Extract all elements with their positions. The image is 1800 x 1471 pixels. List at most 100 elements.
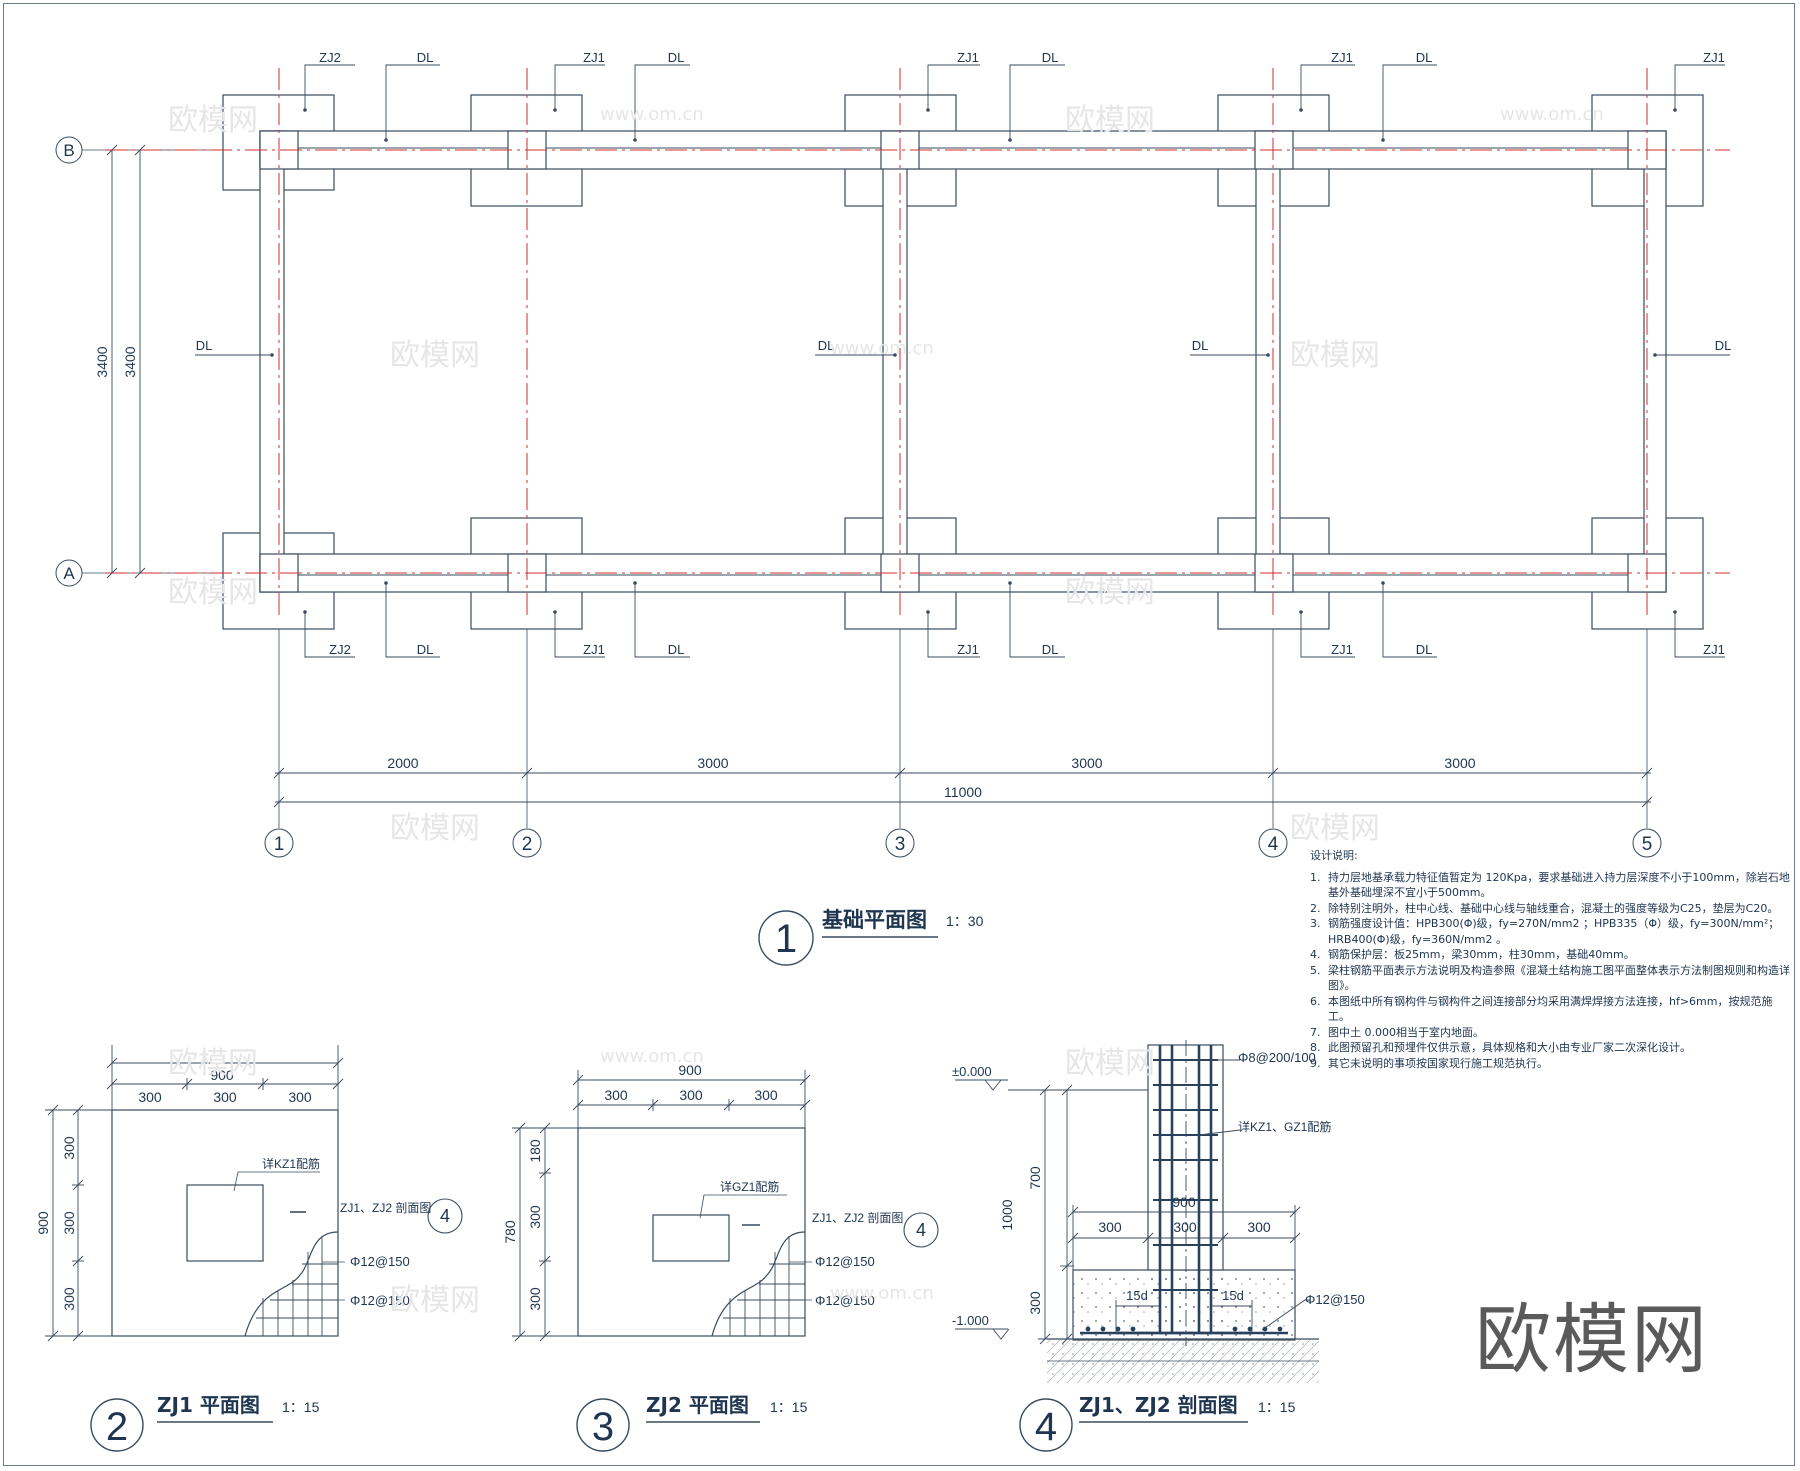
note-text: 除特别注明外，柱中心线、基础中心线与轴线重合，混凝土的强度等级为C25，垫层为C… — [1328, 901, 1779, 915]
note-item: 9. 其它未说明的事项按国家现行施工规范执行。 — [1310, 1056, 1790, 1072]
zj1-dim-v-2: 300 — [61, 1211, 77, 1235]
note-number: 8. — [1310, 1041, 1321, 1054]
foundation-plan: ZJ2 DL ZJ1 DL ZJ1 DL ZJ1 DL ZJ1 ZJ2 DL Z… — [55, 50, 1731, 966]
zj1-scale: 1：15 — [282, 1399, 320, 1415]
zj2-dim-v-3: 300 — [527, 1287, 543, 1311]
note-number: 2. — [1310, 901, 1321, 915]
tag-zj-top-4: ZJ1 — [1331, 50, 1353, 65]
zj2-dim-part-1: 300 — [604, 1087, 628, 1103]
section-width-1: 300 — [1098, 1219, 1122, 1235]
tag-zj-top-2: ZJ1 — [583, 50, 605, 65]
axis-label-3: 3 — [895, 834, 906, 855]
zj2-dim-v-1: 180 — [527, 1139, 543, 1163]
zj2-scale: 1：15 — [770, 1399, 808, 1415]
zj2-column — [652, 1214, 730, 1262]
zj1-dim-v-1: 300 — [61, 1136, 77, 1160]
zj2-section-ref-number: 4 — [916, 1220, 926, 1240]
section-title: ZJ1、ZJ2 剖面图 — [1079, 1393, 1238, 1417]
zj1-dim-part-1: 300 — [138, 1089, 162, 1105]
note-number: 6. — [1310, 994, 1321, 1008]
zj1-title-number: 2 — [106, 1405, 128, 1449]
note-item: 5. 梁柱钢筋平面表示方法说明及构造参照《混凝土结构施工图平面整体表示方法制图规则… — [1310, 963, 1790, 994]
column-axis-bubbles — [264, 828, 1662, 858]
tag-dl-side-2: DL — [818, 338, 835, 353]
dim-vertical-2: 3400 — [122, 346, 138, 377]
note-number: 5. — [1310, 963, 1321, 977]
tag-dl-side-1: DL — [196, 338, 213, 353]
axis-label-4: 4 — [1268, 834, 1279, 855]
note-item: 3.钢筋强度设计值：HPB300(Φ)级，fy=270N/mm2 ；HPB335… — [1310, 916, 1790, 947]
tag-dl-bottom-3: DL — [1042, 642, 1059, 657]
note-text: 本图纸中所有钢构件与钢构件之间连接部分均采用满焊焊接方法连接，hf>6mm，按规… — [1328, 994, 1773, 1024]
note-text: 钢筋保护层：板25mm，梁30mm，柱30mm，基础40mm。 — [1328, 948, 1635, 961]
zj1-section-ref-number: 4 — [440, 1206, 450, 1226]
tag-zj-bottom-3: ZJ1 — [957, 642, 979, 657]
section-title-number: 4 — [1035, 1405, 1057, 1449]
design-notes-title: 设计说明: — [1310, 849, 1358, 862]
tag-dl-bottom-1: DL — [417, 642, 434, 657]
note-item: 8.此图预留孔和预埋件仅供示意，具体规格和大小由专业厂家二次深化设计。 — [1310, 1040, 1790, 1056]
tag-zj-top-5: ZJ1 — [1703, 50, 1725, 65]
zj1-rebar-2: Φ12@150 — [350, 1293, 410, 1308]
zj2-dim-v-total: 780 — [502, 1220, 518, 1244]
zj2-footing-outline — [577, 1127, 806, 1337]
tag-dl-top-4: DL — [1416, 50, 1433, 65]
zj2-dim-part-2: 300 — [679, 1087, 703, 1103]
plan-title-number: 1 — [775, 917, 797, 961]
zj2-dim-part-3: 300 — [754, 1087, 778, 1103]
zj1-section-ref: ZJ1、ZJ2 剖面图 — [340, 1201, 431, 1215]
footings — [222, 94, 1704, 630]
note-text: 图中土 0.000相当于室内地面。 — [1328, 1025, 1484, 1039]
zj1-plan: 900 300 300 300 900 300 300 300 详KZ1配筋 Z… — [35, 1045, 463, 1452]
note-item: 4. 钢筋保护层：板25mm，梁30mm，柱30mm，基础40mm。 — [1310, 947, 1790, 963]
zj1-column-note: 详KZ1配筋 — [262, 1156, 320, 1171]
brand-logo: 欧模网 — [1475, 1295, 1709, 1384]
tag-dl-top-3: DL — [1042, 50, 1059, 65]
section-detail: ±0.000 -1.000 Φ8@200/100 详KZ1、GZ1配筋 700 … — [952, 1040, 1365, 1452]
section-scale: 1：15 — [1258, 1399, 1296, 1415]
tag-dl-side-3: DL — [1192, 338, 1209, 353]
axis-label-1: 1 — [274, 834, 285, 855]
note-text: 持力层地基承载力特征值暂定为 120Kpa，要求基础进入持力层深度不小于100m… — [1328, 870, 1790, 900]
section-stirrup: Φ8@200/100 — [1238, 1050, 1316, 1065]
zj1-dim-part-3: 300 — [288, 1089, 312, 1105]
note-number: 4. — [1310, 948, 1321, 961]
zj2-dim-v-2: 300 — [527, 1205, 543, 1229]
note-item: 7.图中土 0.000相当于室内地面。 — [1310, 1025, 1790, 1041]
section-dim-700: 700 — [1027, 1166, 1043, 1190]
tag-dl-bottom-2: DL — [668, 642, 685, 657]
zj1-column — [186, 1184, 264, 1262]
tag-dl-top-2: DL — [668, 50, 685, 65]
note-text: 梁柱钢筋平面表示方法说明及构造参照《混凝土结构施工图平面整体表示方法制图规则和构… — [1328, 963, 1790, 993]
section-width-total: 900 — [1172, 1194, 1196, 1210]
row-axis-bubbles — [55, 136, 83, 587]
section-dim-1000: 1000 — [999, 1199, 1015, 1230]
tag-zj-bottom-4: ZJ1 — [1331, 642, 1353, 657]
design-notes: 设计说明: 1.持力层地基承载力特征值暂定为 120Kpa，要求基础进入持力层深… — [1310, 848, 1790, 1071]
tag-zj-bottom-5: ZJ1 — [1703, 642, 1725, 657]
note-item: 6. 本图纸中所有钢构件与钢构件之间连接部分均采用满焊焊接方法连接，hf>6mm，… — [1310, 994, 1790, 1025]
zj1-dim-part-2: 300 — [213, 1089, 237, 1105]
zj1-dim-v-3: 300 — [61, 1287, 77, 1311]
note-number: 3. — [1310, 917, 1321, 930]
note-item: 1.持力层地基承载力特征值暂定为 120Kpa，要求基础进入持力层深度不小于10… — [1310, 870, 1790, 901]
section-column-note: 详KZ1、GZ1配筋 — [1238, 1119, 1331, 1134]
note-item: 2. 除特别注明外，柱中心线、基础中心线与轴线重合，混凝土的强度等级为C25，垫层… — [1310, 901, 1790, 917]
zj2-dim-total: 900 — [678, 1062, 702, 1078]
dim-span-1: 2000 — [387, 755, 418, 771]
dim-span-3: 3000 — [1071, 755, 1102, 771]
zj1-footing-outline — [111, 1109, 339, 1337]
tag-dl-top-1: DL — [417, 50, 434, 65]
zj2-plan: 900 300 300 300 780 180 300 300 详GZ1配筋 Z… — [502, 1062, 939, 1452]
note-text: 其它未说明的事项按国家现行施工规范执行。 — [1328, 1056, 1548, 1070]
dim-span-4: 3000 — [1444, 755, 1475, 771]
zj2-title-number: 3 — [592, 1405, 614, 1449]
tag-zj-top-3: ZJ1 — [957, 50, 979, 65]
tag-dl-bottom-4: DL — [1416, 642, 1433, 657]
zj2-title: ZJ2 平面图 — [646, 1393, 749, 1417]
section-width-3: 300 — [1247, 1219, 1271, 1235]
zj2-rebar-2: Φ12@150 — [815, 1293, 875, 1308]
note-number: 9. — [1310, 1056, 1321, 1070]
section-dim-300: 300 — [1027, 1291, 1043, 1315]
